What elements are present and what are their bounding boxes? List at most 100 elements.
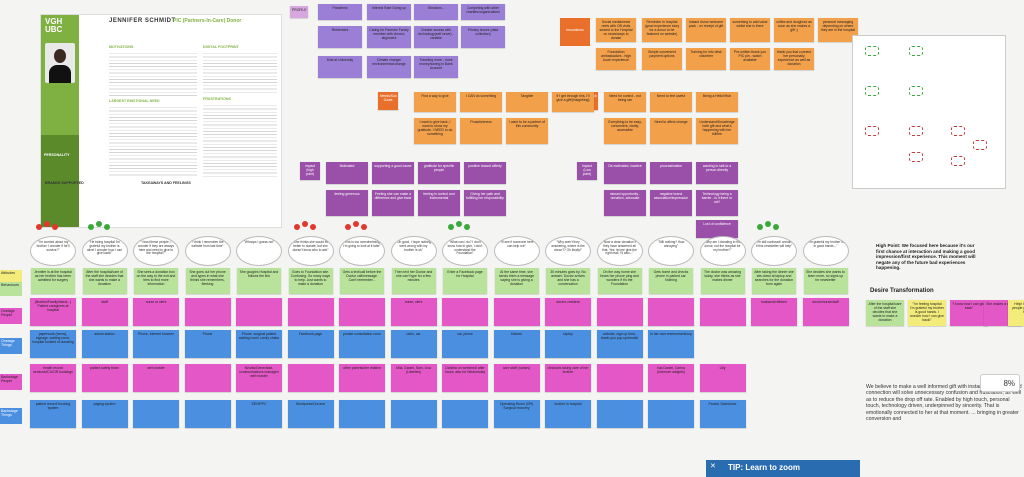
tip-banner[interactable]: TIP: Learn to zoom	[706, 460, 860, 477]
backstage-things-note[interactable]: brother in hospital	[545, 400, 591, 428]
innovation-note[interactable]: something to add value whilst she is the…	[730, 18, 770, 42]
impact-note[interactable]: wanting to talk to a person directly	[696, 162, 738, 184]
context-note[interactable]: Caring for Parents/ Family member with c…	[367, 26, 411, 48]
onstage-people-note[interactable]	[287, 298, 334, 326]
attitude-bubble[interactable]: "What can I do? I don't know how to give…	[442, 236, 488, 266]
desire-note[interactable]: "I know now I can give back"	[950, 300, 988, 326]
innovation-note[interactable]: coffee and doughnut as soon as she makes…	[774, 18, 814, 42]
backstage-things-note[interactable]: paging system	[81, 400, 128, 428]
backstage-people-note[interactable]	[184, 364, 231, 392]
attitude-bubble[interactable]: "He being hospital I'm grateful my broth…	[81, 236, 128, 266]
onstage-things-note[interactable]: paperwork (forms), signage, waiting room…	[30, 330, 76, 358]
attitude-bubble[interactable]: "I'm grateful my brother is in good hand…	[802, 236, 849, 266]
impact-note[interactable]: Technology being a barrier - is it there…	[696, 190, 738, 216]
onstage-people-note[interactable]	[236, 298, 282, 326]
behavior-note[interactable]: Enter a Facebook page for Hospital	[443, 268, 487, 294]
desire-note[interactable]: Help! I felt a lot... people giving! "I …	[1008, 300, 1024, 326]
backstage-people-note[interactable]: health record services/ICU/OR bookings	[30, 364, 76, 392]
attitude-bubble[interactable]: "This is too overwhelming. I'm going to …	[339, 236, 385, 266]
behavior-note[interactable]: She sees a donation box on the way to th…	[134, 268, 178, 294]
impact-note[interactable]: negative brand association/impression	[650, 190, 692, 216]
onstage-people-note[interactable]: (Brother/Family/friend...) Patient careg…	[30, 298, 76, 326]
onstage-people-note[interactable]: doctor/nurse/staff	[802, 298, 849, 326]
context-note[interactable]: Privacy issues (data collection)	[461, 26, 505, 48]
impact-high-tag[interactable]: Impact (high point)	[300, 162, 320, 180]
onstage-things-note[interactable]: car, phone	[442, 330, 488, 358]
backstage-people-note[interactable]: Isla Daniel, Carina (Intercom widgets)	[648, 364, 694, 392]
onstage-things-note[interactable]: admin station	[81, 330, 128, 358]
need-note[interactable]: Everything to be easy, convenient, clari…	[604, 118, 646, 144]
onstage-people-note[interactable]	[184, 298, 231, 326]
attitude-bubble[interactable]: "I'll see if someone here can help me"	[493, 236, 540, 266]
impact-note[interactable]: missed opportunity - donation, advocate	[604, 190, 646, 216]
need-note[interactable]: Need to feel useful	[650, 92, 692, 112]
backstage-people-note[interactable]: clinicians taking care of her brother	[545, 364, 591, 392]
backstage-things-note[interactable]: Pardot, Salesforce	[699, 400, 746, 428]
behavior-note[interactable]: After the hospital/care of the staff she…	[82, 268, 127, 294]
context-note[interactable]: Kids at University	[318, 56, 362, 78]
onstage-people-note[interactable]: nurse, clerk	[390, 298, 437, 326]
need-note[interactable]: If I get through this, I'll give a gift!…	[552, 92, 594, 112]
innovation-note[interactable]: Training for info desk volunteer	[686, 48, 726, 70]
attitude-bubble[interactable]: "I'm still confused! wonder if this news…	[751, 236, 797, 266]
attitude-bubble[interactable]: "Now a clear donation if they have answe…	[596, 236, 643, 266]
impact-note[interactable]: feeling generous	[326, 190, 368, 216]
onstage-people-note[interactable]	[339, 298, 385, 326]
backstage-people-note[interactable]: Lilly	[699, 364, 746, 392]
behavior-note[interactable]: On the way home she hears her phone ping…	[597, 268, 642, 294]
behavior-note[interactable]: She goes out her phone and types in what…	[185, 268, 230, 294]
onstage-things-note[interactable]: Phone	[184, 330, 231, 358]
behavior-note[interactable]: At the same time, she sends them a messa…	[494, 268, 539, 294]
backstage-things-note[interactable]	[442, 400, 488, 428]
attitude-bubble[interactable]: "Why am I donating to the donor, not the…	[699, 236, 746, 266]
impact-note[interactable]: Giving her path and fulfilling her respo…	[464, 190, 506, 216]
onstage-people-note[interactable]	[699, 298, 746, 326]
backstage-things-note[interactable]	[339, 400, 385, 428]
onstage-people-note[interactable]: nurse or clerk	[133, 298, 179, 326]
onstage-people-note[interactable]	[442, 298, 488, 326]
attitude-bubble[interactable]: "She thinks she would be better to donat…	[287, 236, 334, 266]
innovation-note[interactable]: thank you that connect her personally ex…	[774, 48, 814, 70]
backstage-things-note[interactable]: SEO/PPC	[236, 400, 282, 428]
context-note[interactable]: Retirement	[318, 26, 362, 48]
backstage-people-note[interactable]: patient safety team	[81, 364, 128, 392]
behavior-note[interactable]: Then text her Doctor and she can't type …	[391, 268, 436, 294]
innovation-note[interactable]: Social media/news reels with OB visits s…	[596, 18, 636, 42]
profile-tag[interactable]: PROFILE	[290, 6, 308, 18]
context-note[interactable]: Competing with other charities/organizat…	[461, 4, 505, 20]
attitude-bubble[interactable]: "I think I remember the website from las…	[184, 236, 231, 266]
backstage-people-note[interactable]: IWorks/Generalise, communications manage…	[236, 364, 282, 392]
need-note[interactable]: Being a Hello!/Hub	[696, 92, 738, 112]
behavior-note[interactable]: Gets home and checks phone in parked car…	[649, 268, 693, 294]
need-note[interactable]: Find a way to give	[414, 92, 456, 112]
impact-note[interactable]: Motivated	[326, 162, 368, 184]
backstage-things-note[interactable]	[133, 400, 179, 428]
context-note[interactable]: Greater access with technology(self serv…	[414, 26, 458, 48]
behavior-note[interactable]: Jennifer is at the hospital as her broth…	[31, 268, 75, 294]
backstage-things-note[interactable]: patient record/ booking system	[30, 400, 76, 428]
impact-note[interactable]: gratitude for specific people	[418, 162, 460, 184]
need-note[interactable]: Understand/Knowledge both gift and what'…	[696, 118, 738, 144]
onstage-things-note[interactable]: in her own environment/cup	[648, 330, 694, 358]
need-note[interactable]: I CAN do something	[460, 92, 502, 112]
behavior-note[interactable]: The doctor was amazing today, she thinks…	[700, 268, 745, 294]
innovation-note[interactable]: Simple convenient payment options	[642, 48, 682, 70]
backstage-things-note[interactable]	[184, 400, 231, 428]
innovation-note[interactable]: Pre-written thank you PIC pin - watch av…	[730, 48, 770, 70]
context-note[interactable]: Climate change/ environmental change	[367, 56, 411, 78]
impact-note[interactable]: feeling in control and instrumental	[418, 190, 460, 216]
impact-note[interactable]: positive toward affinity	[464, 162, 506, 184]
attitude-bubble[interactable]: "Why aren't they answering, where is the…	[545, 236, 591, 266]
onstage-things-note[interactable]: radio, car	[390, 330, 437, 358]
zoom-level[interactable]: 8%	[980, 374, 1020, 392]
attitude-bubble[interactable]: "I trust these people, I wonder if they …	[133, 236, 179, 266]
onstage-people-note[interactable]	[648, 298, 694, 326]
behavior-note[interactable]: She decides she wants to learn more, so …	[803, 268, 848, 294]
backstage-people-note[interactable]: care staff (nurses)	[493, 364, 540, 392]
need-note[interactable]: Proactiveness	[460, 118, 502, 144]
backstage-people-note[interactable]	[287, 364, 334, 392]
close-icon[interactable]: ✕	[710, 463, 716, 470]
onstage-people-note[interactable]	[596, 298, 643, 326]
context-note[interactable]: Pandemic	[318, 4, 362, 20]
